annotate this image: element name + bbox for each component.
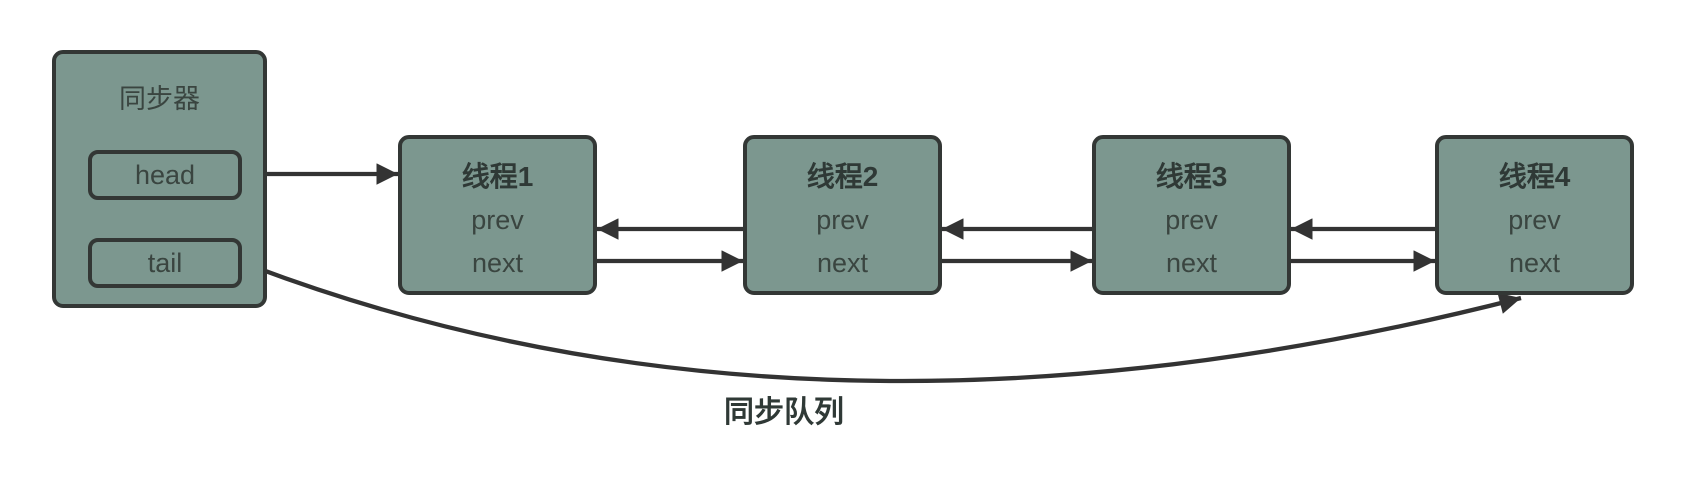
synchronizer-box: 同步器 head tail: [52, 50, 267, 308]
tail-pointer-box: tail: [88, 238, 242, 288]
thread-prev-label: prev: [816, 205, 869, 235]
thread-next-label: next: [471, 248, 524, 278]
synchronizer-title: 同步器: [119, 84, 200, 114]
thread-node-3: 线程3 prev next: [1092, 135, 1291, 295]
thread-node-4: 线程4 prev next: [1435, 135, 1634, 295]
thread-title: 线程2: [806, 161, 879, 192]
thread-title: 线程4: [1498, 161, 1571, 192]
thread-next-label: next: [1508, 248, 1561, 278]
thread-prev-label: prev: [471, 205, 524, 235]
thread-prev-label: prev: [1508, 205, 1561, 235]
queue-caption: 同步队列: [724, 396, 844, 429]
thread-next-label: next: [1165, 248, 1218, 278]
thread-node-2: 线程2 prev next: [743, 135, 942, 295]
thread-prev-label: prev: [1165, 205, 1218, 235]
thread-title: 线程3: [1155, 161, 1228, 192]
thread-title: 线程1: [461, 161, 534, 192]
thread-next-label: next: [816, 248, 869, 278]
head-pointer-box: head: [88, 150, 242, 200]
head-pointer-label: head: [134, 159, 196, 190]
thread-node-1: 线程1 prev next: [398, 135, 597, 295]
tail-pointer-label: tail: [147, 247, 183, 278]
